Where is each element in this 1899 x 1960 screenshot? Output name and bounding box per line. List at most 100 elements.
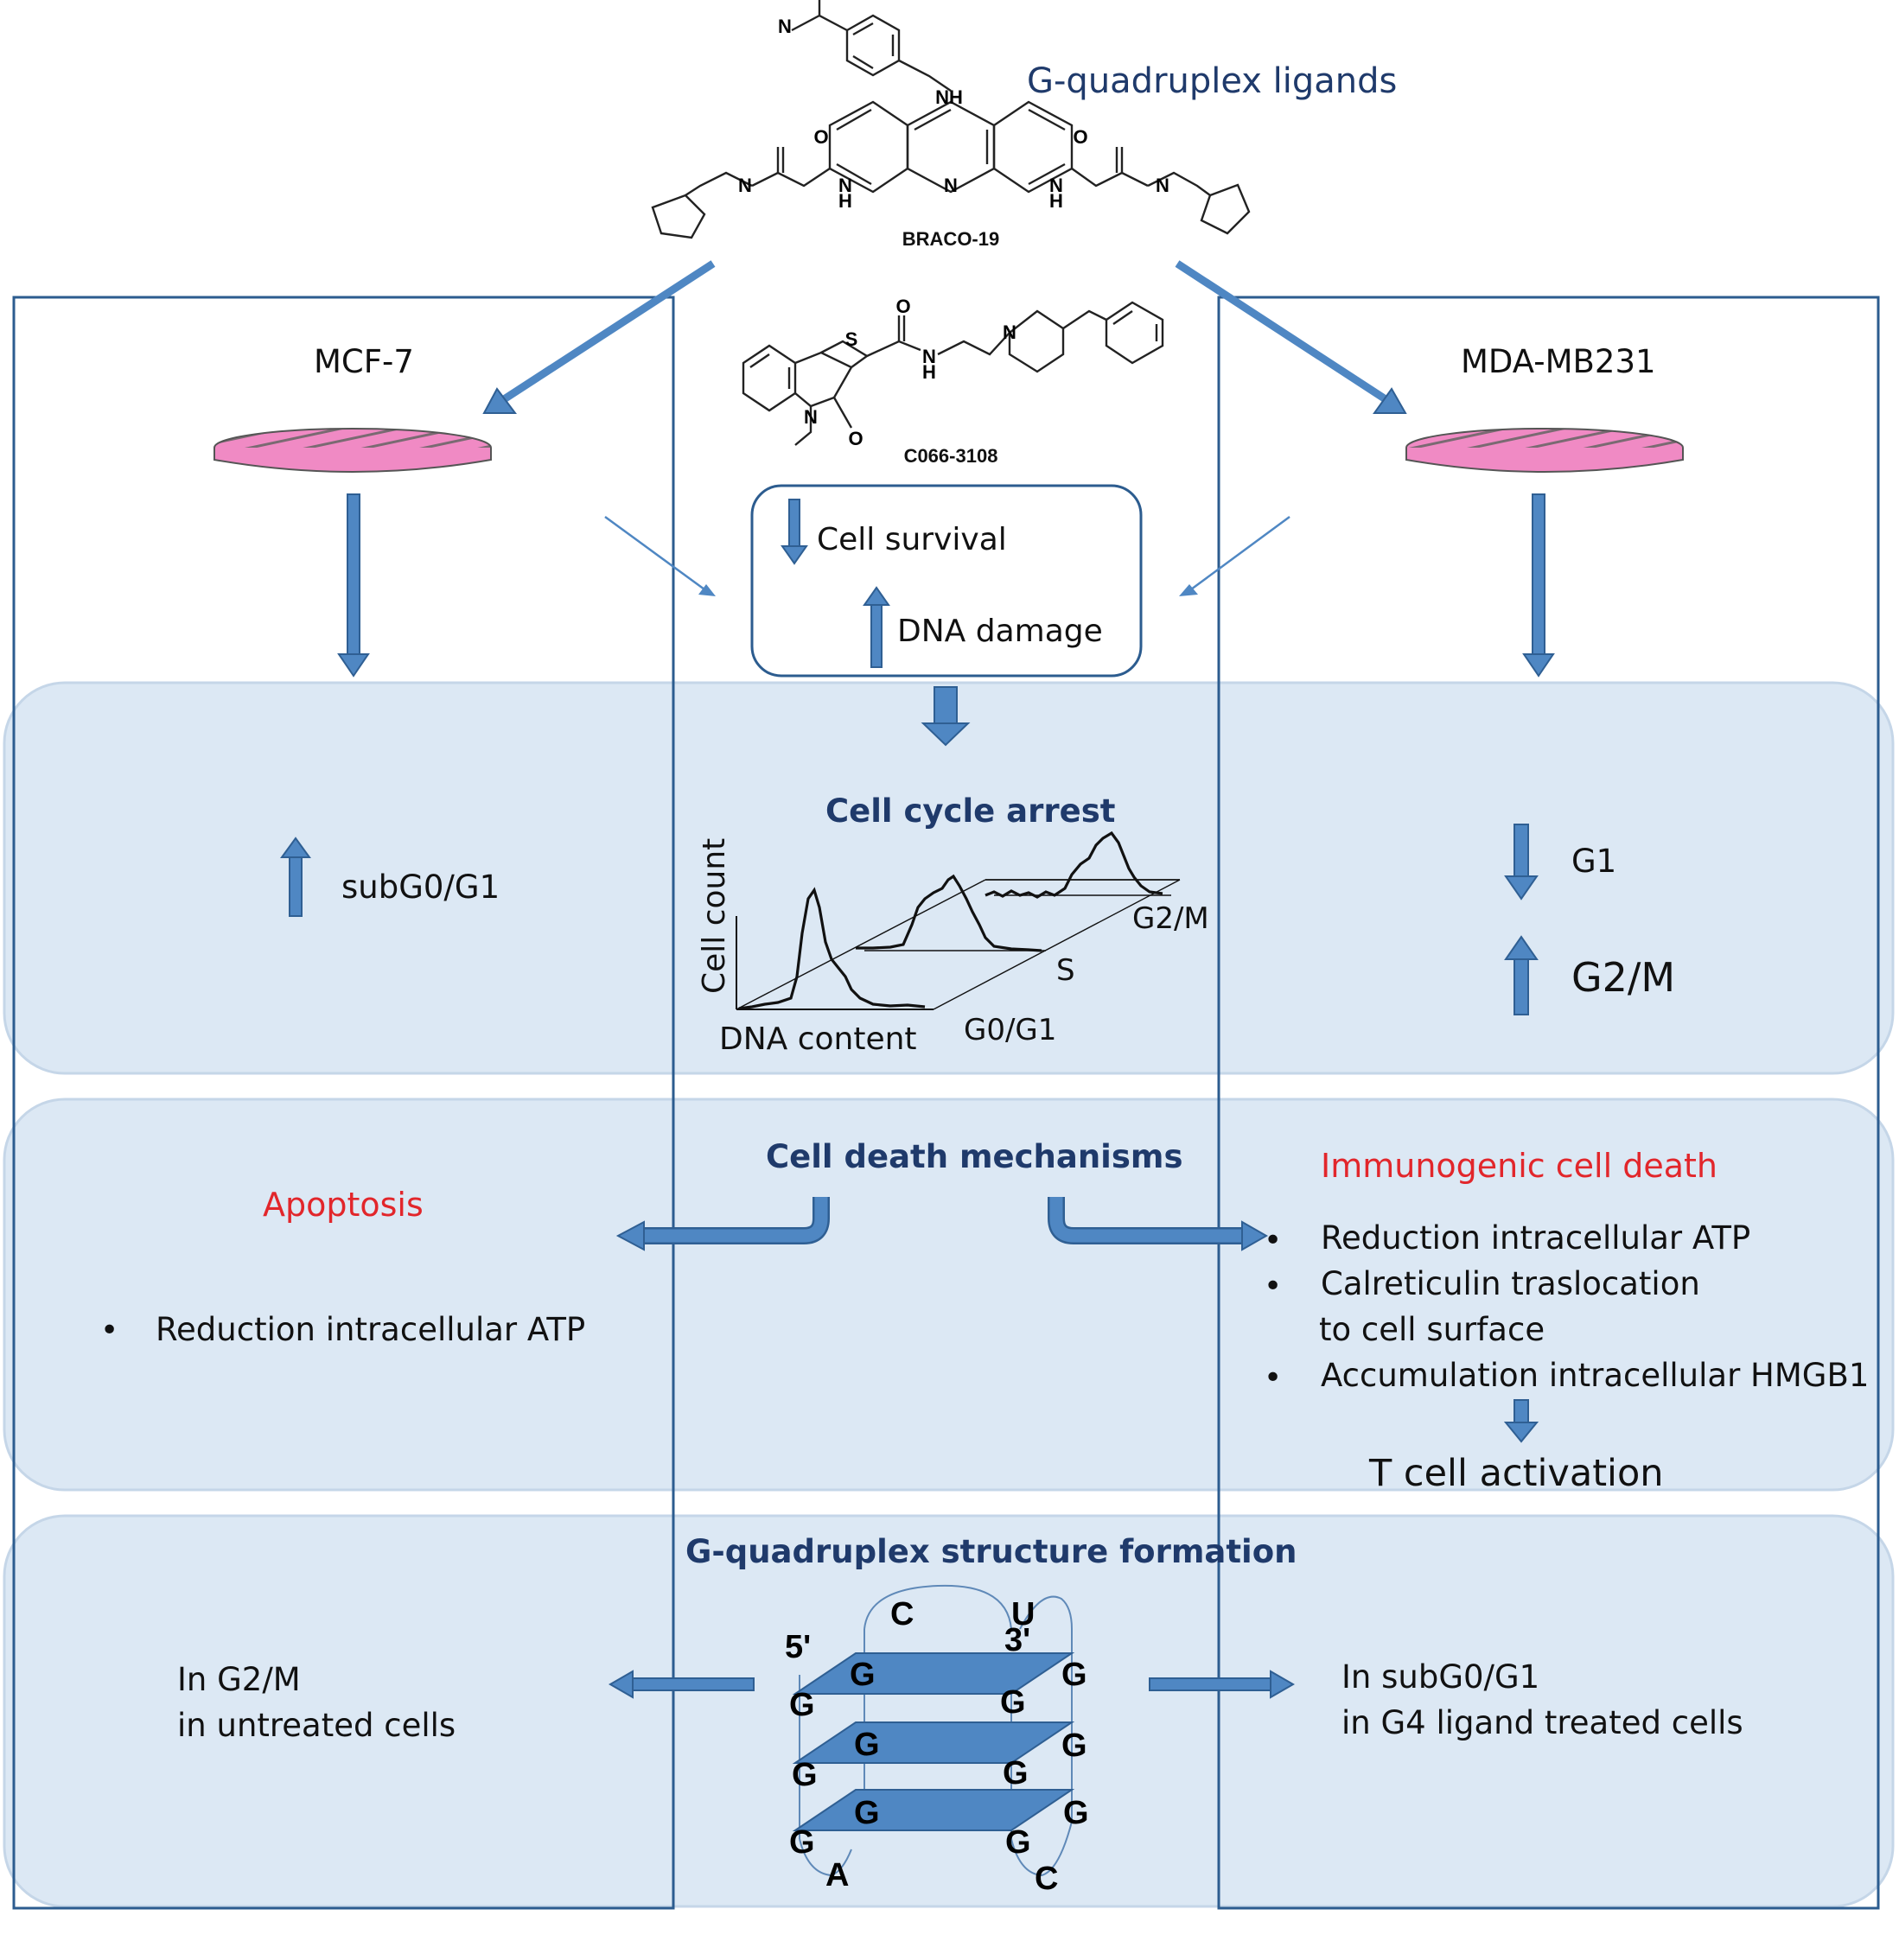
cell-cycle-histogram <box>736 830 1181 1010</box>
g-tetrad-top <box>792 1652 1075 1695</box>
guanine-label: G <box>789 1687 815 1723</box>
mcf7-label: MCF-7 <box>314 343 414 380</box>
ligand-to-mcf7-arrow <box>482 260 716 414</box>
mcf7-down-arrow <box>337 493 370 678</box>
cell-survival-label: Cell survival <box>817 522 1007 557</box>
g1-down-arrow <box>1504 824 1539 900</box>
g4-to-left-note-arrow <box>608 1670 755 1699</box>
mcf7-column-frame <box>12 296 675 1910</box>
cell-survival-down-arrow <box>781 499 808 565</box>
apoptosis-bullet-dot: • <box>100 1313 119 1348</box>
mdamb231-to-effects-arrow <box>1179 515 1290 596</box>
c066-3108-label: C066-3108 <box>904 445 998 467</box>
ligand-effects-box <box>750 484 1143 678</box>
icd-bullet: Calreticulin traslocation <box>1321 1265 1700 1302</box>
c066-oxygen-top: O <box>895 296 910 317</box>
braco19-amide-n-left: N <box>838 175 852 196</box>
icd-bullet: Accumulation intracellular HMGB1 <box>1321 1357 1870 1394</box>
guanine-label: G <box>1061 1657 1087 1693</box>
g4-left-note-line1: In G2/M <box>177 1661 301 1698</box>
guanine-label: G <box>1063 1795 1089 1831</box>
braco19-amide-n-right: N <box>1049 175 1063 196</box>
hmgb1-to-tcell-arrow <box>1503 1399 1539 1443</box>
c066-oxygen-lactam: O <box>848 428 863 449</box>
braco19-label: BRACO-19 <box>902 228 999 250</box>
g4-5prime-label: 5' <box>785 1629 811 1665</box>
g4-to-right-note-arrow <box>1149 1670 1296 1699</box>
c0663108-structure <box>742 301 1164 446</box>
cell-death-title: Cell death mechanisms <box>766 1138 1183 1175</box>
icd-bullet-dot: • <box>1264 1269 1283 1304</box>
g4-left-note-line2: in untreated cells <box>177 1707 456 1744</box>
g1-label: G1 <box>1571 843 1617 880</box>
g-quadruplex-structure <box>792 1584 1075 1877</box>
c066-amide-n: N <box>922 346 936 367</box>
g-tetrad-middle <box>792 1721 1075 1764</box>
mdamb231-label: MDA-MB231 <box>1461 343 1656 380</box>
subg0g1-up-arrow <box>280 837 311 917</box>
braco19-amide-h-right: H <box>1049 190 1063 212</box>
cell-cycle-arrest-title: Cell cycle arrest <box>825 792 1116 830</box>
icd-bullet-dot: • <box>1264 1223 1283 1258</box>
braco19-oxygen-left: O <box>813 126 828 148</box>
g2m-up-arrow <box>1504 935 1539 1015</box>
histogram-phase-g0g1: G0/G1 <box>964 1013 1056 1047</box>
figure-title: G-quadruplex ligands <box>1027 61 1398 101</box>
death-to-apoptosis-arrow <box>615 1197 830 1251</box>
icd-bullet-dot: • <box>1264 1360 1283 1396</box>
guanine-label: G <box>1005 1824 1031 1861</box>
braco19-structure <box>651 0 1251 239</box>
c066-amide-h: H <box>922 361 936 383</box>
c066-lactam-n: N <box>804 406 818 428</box>
g4-right-note-line1: In subG0/G1 <box>1341 1658 1540 1696</box>
cell-death-panel <box>3 1098 1895 1492</box>
guanine-label: G <box>850 1657 876 1693</box>
histogram-phase-g2m: G2/M <box>1132 901 1209 936</box>
g4-3prime-label: 3' <box>1004 1622 1030 1658</box>
c066-piperidine-n: N <box>1003 321 1016 343</box>
icd-bullet-continuation: to cell surface <box>1319 1311 1545 1348</box>
mcf7-culture-dish <box>213 428 492 473</box>
guanine-label: G <box>789 1824 815 1861</box>
braco19-amide-h-left: H <box>838 190 852 212</box>
g2m-label: G2/M <box>1571 954 1676 1001</box>
braco19-ring-n-label: N <box>944 175 958 196</box>
histogram-phase-s: S <box>1056 953 1075 988</box>
apoptosis-bullet: Reduction intracellular ATP <box>156 1311 586 1348</box>
guanine-label: G <box>854 1727 880 1763</box>
g4-loop-c-bottom: C <box>1035 1861 1058 1897</box>
s-histogram-trace <box>856 874 1042 952</box>
icd-bullet: Reduction intracellular ATP <box>1321 1219 1751 1257</box>
braco19-oxygen-right: O <box>1073 126 1087 148</box>
effects-to-cellcycle-arrow <box>921 686 971 747</box>
g0g1-histogram-trace <box>738 887 926 1010</box>
braco19-pyrrolidine-n-left: N <box>738 175 752 196</box>
c066-sulfur-label: S <box>845 328 858 350</box>
g4-formation-title: G-quadruplex structure formation <box>685 1533 1297 1570</box>
g4-right-note-line2: in G4 ligand treated cells <box>1341 1704 1743 1741</box>
g4-guanine-labels: G G G G G G G G G G G G <box>789 1657 1089 1861</box>
subg0g1-label: subG0/G1 <box>341 869 500 906</box>
mcf7-to-effects-arrow <box>604 515 716 596</box>
histogram-x-axis-label: DNA content <box>719 1021 917 1057</box>
g-tetrad-bottom <box>792 1789 1075 1831</box>
apoptosis-label: Apoptosis <box>263 1186 424 1224</box>
dna-damage-up-arrow <box>863 586 890 668</box>
guanine-label: G <box>792 1757 818 1793</box>
guanine-label: G <box>1061 1728 1087 1764</box>
braco19-pyrrolidine-n-right: N <box>1156 175 1169 196</box>
guanine-label: G <box>1003 1755 1029 1791</box>
death-to-immunogenic-arrow <box>1048 1197 1269 1251</box>
guanine-label: G <box>1000 1684 1026 1721</box>
dna-damage-label: DNA damage <box>897 614 1103 649</box>
ligand-to-mdamb231-arrow <box>1175 260 1407 414</box>
mdamb231-column-frame <box>1217 296 1880 1910</box>
t-cell-activation-label: T cell activation <box>1369 1452 1664 1495</box>
mdamb231-down-arrow <box>1522 493 1555 678</box>
g2m-histogram-trace <box>985 830 1163 899</box>
braco19-nh-label: NH <box>935 86 963 108</box>
g4-loop-a-bottom: A <box>825 1857 849 1893</box>
histogram-y-axis-label: Cell count <box>697 838 732 994</box>
guanine-label: G <box>854 1795 880 1831</box>
